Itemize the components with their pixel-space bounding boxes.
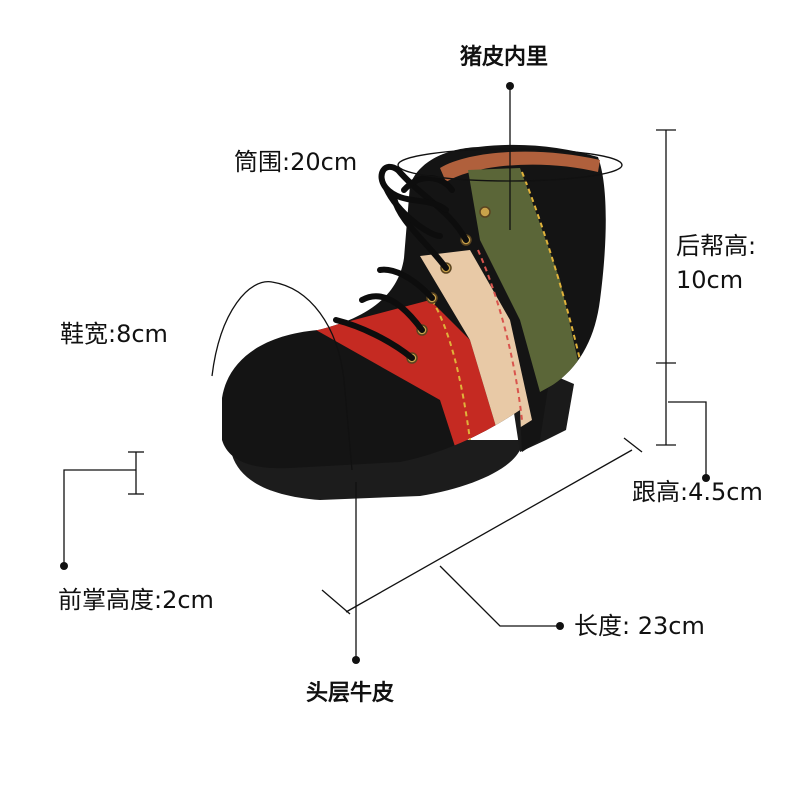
shaft-height-value: 10cm: [676, 266, 744, 294]
boot-illustration: [222, 144, 606, 500]
stripe-olive: [468, 168, 580, 392]
shaft-height-title: 后帮高:: [676, 232, 757, 260]
heel-height-dot: [702, 474, 710, 482]
width-label: 鞋宽:8cm: [60, 320, 168, 348]
stripe-beige: [420, 250, 532, 440]
pointer-dots: [60, 82, 710, 664]
length-dot: [556, 622, 564, 630]
heel-height-label: 跟高:4.5cm: [632, 478, 763, 506]
boot-collar-lining: [440, 151, 600, 182]
circumference-ellipse: [397, 148, 623, 182]
length-pointer: [439, 565, 560, 627]
lining-dot: [506, 82, 514, 90]
upper-material-label: 头层牛皮: [306, 681, 395, 706]
forefoot-height-label: 前掌高度:2cm: [58, 586, 214, 614]
stitching-line: [477, 249, 523, 421]
lining-label: 猪皮内里: [460, 45, 549, 70]
boot-laces: [333, 163, 469, 361]
annotation-lines: [63, 86, 707, 660]
width-arc: [211, 281, 353, 471]
stitching-line: [521, 171, 581, 361]
forefoot-height-pointer: [63, 469, 136, 566]
forefoot-height-dot: [60, 562, 68, 570]
stitching-line: [431, 299, 471, 441]
heel-height-pointer: [668, 401, 707, 478]
circumference-label: 筒围:20cm: [234, 148, 358, 176]
length-line: [345, 449, 633, 613]
length-label: 长度: 23cm: [574, 612, 705, 640]
stripe-red: [316, 300, 500, 462]
upper-material-dot: [352, 656, 360, 664]
